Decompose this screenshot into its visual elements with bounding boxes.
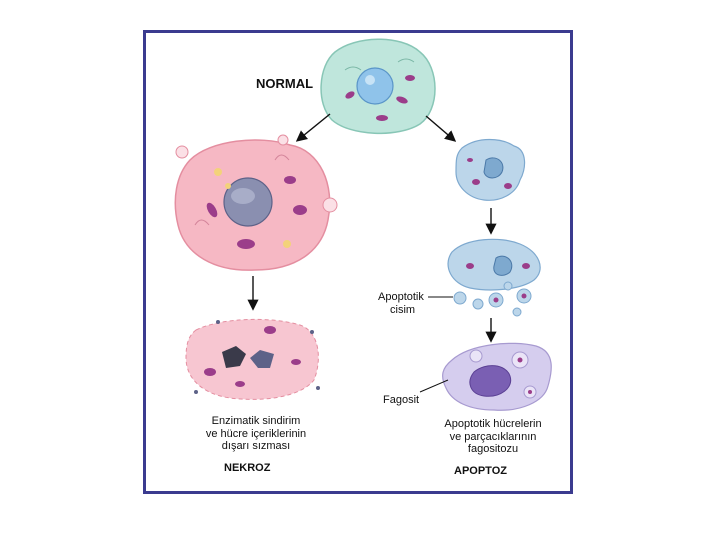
- apoptosis-desc-line2: ve parçacıklarının: [428, 431, 558, 444]
- normal-cell: [321, 39, 435, 133]
- apoptosis-description: Apoptotik hücrelerin ve parçacıklarının …: [428, 418, 558, 456]
- apoptosis-desc-line1: Apoptotik hücrelerin: [428, 418, 558, 431]
- apoptotic-body: [454, 292, 466, 304]
- arrow-to-necrosis: [298, 114, 330, 140]
- fragmenting-apoptotic-cell: [448, 239, 540, 316]
- arrow-to-apoptosis: [426, 116, 454, 140]
- necrosis-desc-line3: dışarı sızması: [190, 440, 322, 453]
- label-necrosis: NEKROZ: [224, 462, 270, 474]
- label-normal: NORMAL: [256, 76, 313, 91]
- label-phagocyte: Fagosit: [383, 394, 419, 406]
- apoptosis-desc-line3: fagositozu: [428, 443, 558, 456]
- swollen-necrotic-cell: [175, 135, 337, 270]
- necrosis-desc-line1: Enzimatik sindirim: [190, 415, 322, 428]
- label-apoptotic-body-line2: cisim: [378, 304, 424, 317]
- normal-nucleus: [357, 68, 393, 104]
- necrosis-description: Enzimatik sindirim ve hücre içeriklerini…: [190, 415, 322, 453]
- necrosis-desc-line2: ve hücre içeriklerinin: [190, 428, 322, 441]
- shrunken-apoptotic-cell: [456, 140, 525, 201]
- necrotic-debris: [186, 319, 320, 399]
- phagocyte-cell: [443, 343, 552, 410]
- label-apoptotic-body: Apoptotik cisim: [378, 291, 424, 317]
- phagocyte-pointer: [420, 380, 448, 392]
- label-apoptosis: APOPTOZ: [454, 465, 507, 477]
- label-apoptotic-body-line1: Apoptotik: [378, 291, 424, 304]
